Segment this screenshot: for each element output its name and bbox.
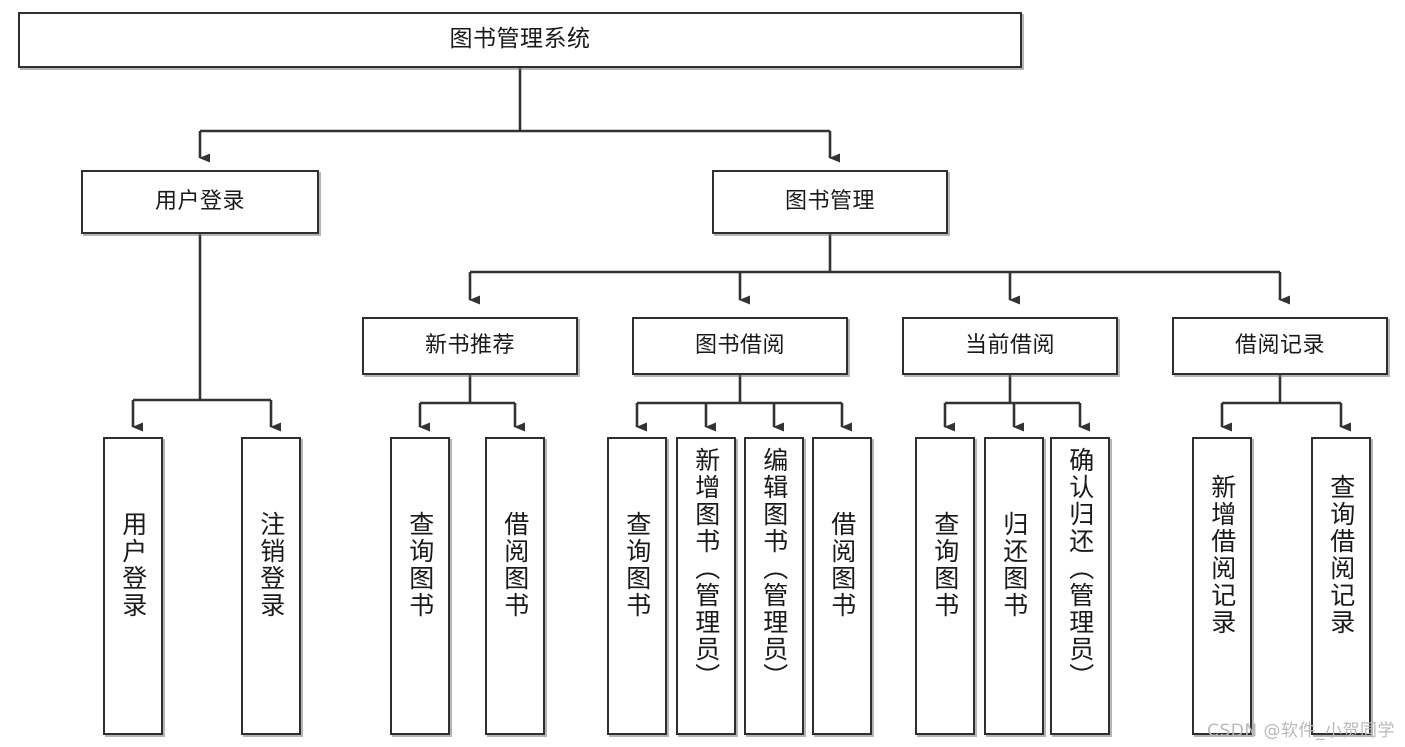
- node-leaf-add-record[interactable]: 新增借阅记录: [1192, 437, 1252, 735]
- node-leaf-add-book[interactable]: 新增图书（管理员）: [676, 437, 736, 735]
- node-label: 借阅图书: [500, 511, 530, 619]
- node-label: 新增借阅记录: [1207, 474, 1237, 636]
- node-label: 借阅图书: [827, 511, 857, 619]
- node-label: 用户登录: [154, 188, 245, 214]
- node-label: 确认归还（管理员）: [1065, 447, 1095, 690]
- node-leaf-logout-login[interactable]: 注销登录: [241, 437, 301, 735]
- node-label: 查询图书: [405, 511, 435, 619]
- node-leaf-query-book-2[interactable]: 查询图书: [607, 437, 667, 735]
- node-label: 图书管理系统: [449, 26, 591, 53]
- node-new-book-recommend[interactable]: 新书推荐: [362, 317, 578, 375]
- node-label: 归还图书: [999, 511, 1029, 619]
- node-book-borrow[interactable]: 图书借阅: [632, 317, 848, 375]
- node-leaf-borrow-book-2[interactable]: 借阅图书: [812, 437, 872, 735]
- node-leaf-user-login[interactable]: 用户登录: [103, 437, 163, 735]
- node-label: 当前借阅: [964, 332, 1055, 358]
- node-label: 编辑图书（管理员）: [759, 447, 789, 690]
- node-user-login[interactable]: 用户登录: [81, 170, 319, 234]
- node-leaf-query-book-1[interactable]: 查询图书: [390, 437, 450, 735]
- node-label: 图书借阅: [694, 332, 785, 358]
- node-label: 查询图书: [622, 511, 652, 619]
- node-leaf-query-book-3[interactable]: 查询图书: [915, 437, 975, 735]
- csdn-watermark: CSDN @软件_小贺同学: [1207, 721, 1395, 741]
- node-borrow-record[interactable]: 借阅记录: [1172, 317, 1388, 375]
- node-leaf-confirm-return[interactable]: 确认归还（管理员）: [1050, 437, 1110, 735]
- node-label: 借阅记录: [1234, 332, 1325, 358]
- node-book-manage[interactable]: 图书管理: [712, 170, 948, 234]
- node-root-system[interactable]: 图书管理系统: [18, 12, 1022, 68]
- node-label: 注销登录: [256, 511, 286, 619]
- node-leaf-query-record[interactable]: 查询借阅记录: [1311, 437, 1371, 735]
- node-label: 新增图书（管理员）: [691, 447, 721, 690]
- node-leaf-return-book[interactable]: 归还图书: [984, 437, 1044, 735]
- node-label: 用户登录: [118, 511, 148, 619]
- node-label: 图书管理: [784, 188, 875, 214]
- node-label: 查询图书: [930, 511, 960, 619]
- node-label: 查询借阅记录: [1326, 474, 1356, 636]
- node-label: 新书推荐: [424, 332, 515, 358]
- node-leaf-edit-book[interactable]: 编辑图书（管理员）: [744, 437, 804, 735]
- node-leaf-borrow-book-1[interactable]: 借阅图书: [485, 437, 545, 735]
- node-current-borrow[interactable]: 当前借阅: [902, 317, 1118, 375]
